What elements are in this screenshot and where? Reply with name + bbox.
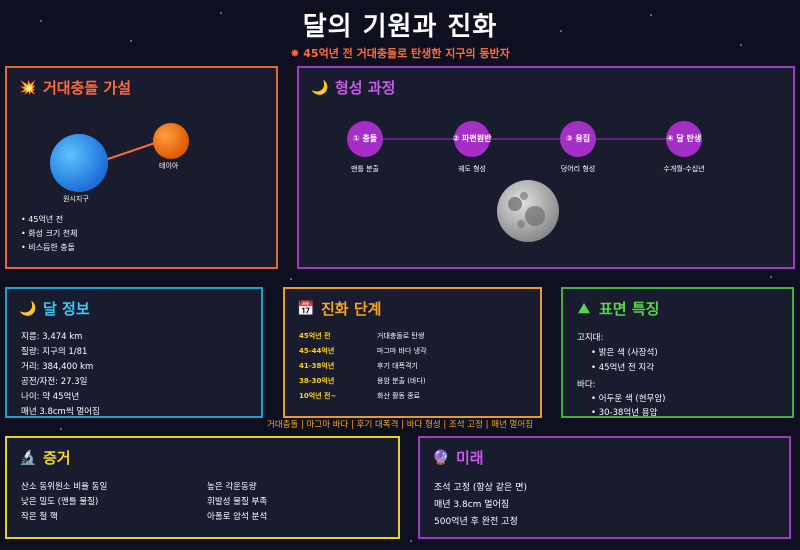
timeline-strip: 거대충돌 | 마그마 바다 | 후기 대폭격 | 바다 형성 | 조석 고정 |… xyxy=(267,420,533,430)
stages-title: 진화 단계 xyxy=(321,300,382,318)
formation-step-3 xyxy=(560,121,596,157)
stage-desc: 화산 활동 종료 xyxy=(377,392,421,400)
star xyxy=(290,278,292,280)
info-line: 공전/자전: 27.3일 xyxy=(21,377,88,387)
moon-info-panel: 🌙 달 정보 지름: 3,474 km 질량: 지구의 1/81 거리: 384… xyxy=(5,287,263,418)
future-line: 조석 고정 (항상 같은 면) xyxy=(434,483,527,493)
evidence-item: 휘발성 물질 부족 xyxy=(207,497,268,507)
star xyxy=(740,44,742,46)
maria-item: • 30-38억년 용암 xyxy=(591,408,658,418)
surface-title: 표면 특징 xyxy=(599,300,660,318)
impact-diagram xyxy=(104,142,156,161)
star xyxy=(220,12,222,14)
crystal-ball-icon: 🔮 xyxy=(432,449,450,466)
impact-panel: 💥 거대충돌 가설 원시지구 테이아 • 45억년 전 • 화성 크기 천체 •… xyxy=(5,66,278,269)
stage-date: 41-38억년 xyxy=(299,362,335,370)
star xyxy=(410,540,412,542)
evolution-stages-panel: 📅 진화 단계 45억년 전 거대충돌로 탄생 45-44억년 마그마 바다 냉… xyxy=(283,287,542,418)
formation-header: 🌙 형성 과정 xyxy=(311,77,395,98)
info-line: 나이: 약 45억년 xyxy=(21,392,80,402)
page-subtitle: ✸ 45억년 전 거대충돌로 탄생한 지구의 동반자 xyxy=(290,47,510,60)
formation-step-caption: 수개월-수십년 xyxy=(663,165,705,173)
future-line: 매년 3.8cm 멀어짐 xyxy=(434,500,510,510)
highland-heading: 고지대: xyxy=(577,333,604,343)
info-header: 🌙 달 정보 xyxy=(19,298,90,319)
maria-heading: 바다: xyxy=(577,380,596,390)
page-title: 달의 기원과 진화 xyxy=(302,12,498,42)
explosion-icon: 💥 xyxy=(19,79,37,96)
stage-date: 10억년 전~ xyxy=(299,392,337,400)
formation-step-label: ② 파편원반 xyxy=(452,134,492,143)
star xyxy=(40,20,42,22)
stage-date: 45억년 전 xyxy=(299,332,331,340)
future-panel: 🔮 미래 조석 고정 (항상 같은 면) 매년 3.8cm 멀어짐 500억년 … xyxy=(418,436,791,539)
formation-step-label: ③ 응집 xyxy=(565,134,591,143)
formation-step-2 xyxy=(454,121,490,157)
evidence-item: 높은 각운동량 xyxy=(207,482,257,492)
theia-label: 테이아 xyxy=(159,162,179,170)
formation-step-label: ④ 달 탄생 xyxy=(666,134,702,143)
stage-desc: 마그마 바다 냉각 xyxy=(377,347,427,355)
stage-date: 38-30억년 xyxy=(299,377,335,385)
formation-step-label: ① 충돌 xyxy=(352,134,378,143)
formation-step-caption: 궤도 형성 xyxy=(458,165,486,173)
proto-earth-icon xyxy=(50,134,108,192)
info-line: 질량: 지구의 1/81 xyxy=(21,347,88,357)
crescent-moon-icon: 🌙 xyxy=(311,79,329,96)
formation-step-caption: 맨틀 분출 xyxy=(351,165,379,173)
evidence-title: 증거 xyxy=(43,449,71,467)
theia-icon xyxy=(153,123,189,159)
future-header: 🔮 미래 xyxy=(432,447,484,468)
surface-features-panel: ⛰ 표면 특징 고지대: • 밝은 색 (사장석) • 45억년 전 지각 바다… xyxy=(561,287,794,418)
stage-desc: 용암 분출 (바다) xyxy=(377,377,426,385)
info-title: 달 정보 xyxy=(43,300,90,318)
formation-step-1 xyxy=(347,121,383,157)
impact-title: 거대충돌 가설 xyxy=(43,79,132,97)
info-line: 거리: 384,400 km xyxy=(21,362,94,372)
info-line: 매년 3.8cm씩 멀어짐 xyxy=(21,407,100,417)
future-title: 미래 xyxy=(456,449,484,467)
formation-step-caption: 덩어리 형성 xyxy=(560,165,596,173)
star xyxy=(60,428,62,430)
stage-desc: 거대충돌로 탄생 xyxy=(377,332,425,340)
microscope-icon: 🔬 xyxy=(19,449,37,466)
moon-icon xyxy=(497,180,559,242)
calendar-icon: 📅 xyxy=(297,300,315,317)
impact-bullet: • 화성 크기 천체 xyxy=(21,229,78,238)
evidence-item: 작은 철 핵 xyxy=(21,512,58,522)
impact-header: 💥 거대충돌 가설 xyxy=(19,77,131,98)
formation-step-4 xyxy=(666,121,702,157)
highland-item: • 45억년 전 지각 xyxy=(591,363,655,373)
evidence-panel: 🔬 증거 산소 동위원소 비율 동일 낮은 밀도 (맨틀 물질) 작은 철 핵 … xyxy=(5,436,400,539)
highland-item: • 밝은 색 (사장석) xyxy=(591,348,658,358)
star xyxy=(130,40,132,42)
evidence-item: 아폴로 암석 분석 xyxy=(207,512,268,522)
star xyxy=(650,14,652,16)
info-line: 지름: 3,474 km xyxy=(21,332,83,342)
crescent-moon-icon: 🌙 xyxy=(19,300,37,317)
impact-trajectory-line xyxy=(104,142,156,161)
proto-earth-label: 원시지구 xyxy=(63,195,89,203)
stage-desc: 후기 대폭격기 xyxy=(377,362,418,370)
stage-date: 45-44억년 xyxy=(299,347,335,355)
impact-bullet: • 45억년 전 xyxy=(21,215,64,224)
formation-panel: 🌙 형성 과정 ① 충돌 ② 파편원반 ③ 응집 ④ 달 탄생 맨틀 분출 궤도… xyxy=(297,66,795,269)
formation-connector xyxy=(365,138,684,140)
formation-title: 형성 과정 xyxy=(335,79,396,97)
maria-item: • 어두운 색 (현무암) xyxy=(591,394,666,404)
surface-header: ⛰ 표면 특징 xyxy=(575,298,659,319)
evidence-item: 산소 동위원소 비율 동일 xyxy=(21,482,108,492)
star xyxy=(770,276,772,278)
impact-bullet: • 비스듬한 충돌 xyxy=(21,243,75,252)
evidence-item: 낮은 밀도 (맨틀 물질) xyxy=(21,497,99,507)
star xyxy=(560,30,562,32)
mountain-icon: ⛰ xyxy=(578,300,590,317)
evidence-header: 🔬 증거 xyxy=(19,447,71,468)
future-line: 500억년 후 완전 고정 xyxy=(434,517,518,527)
stages-header: 📅 진화 단계 xyxy=(297,298,381,319)
